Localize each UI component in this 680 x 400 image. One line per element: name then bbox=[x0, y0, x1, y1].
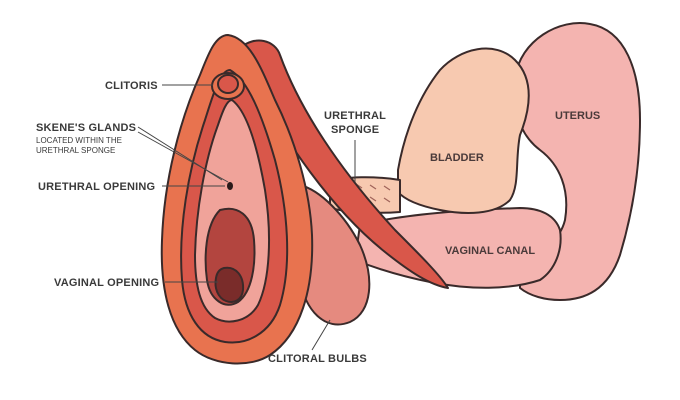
clitoral-bulbs-leader bbox=[311, 319, 331, 351]
clitoral-bulbs-label: CLITORAL BULBS bbox=[268, 353, 367, 365]
bladder-label: BLADDER bbox=[430, 152, 484, 164]
uterus-shape bbox=[513, 22, 641, 301]
clitoris-label: CLITORIS bbox=[105, 80, 158, 92]
skenes-glands-label: SKENE'S GLANDS bbox=[36, 122, 136, 134]
urethral-sponge-label-line2: SPONGE bbox=[331, 124, 379, 136]
uterus-label: UTERUS bbox=[555, 110, 600, 122]
vaginal-opening-deep bbox=[214, 266, 245, 303]
bladder-shape bbox=[397, 47, 530, 214]
skenes-note-line2: URETHRAL SPONGE bbox=[36, 146, 115, 155]
vaginal-opening-label: VAGINAL OPENING bbox=[54, 277, 159, 289]
vaginal-canal-label: VAGINAL CANAL bbox=[445, 245, 535, 257]
urethral-opening-dot bbox=[227, 182, 233, 190]
skenes-note-line1: LOCATED WITHIN THE bbox=[36, 136, 122, 145]
clitoral-body-shape bbox=[239, 39, 449, 289]
urethral-sponge-label-line1: URETHRAL bbox=[324, 110, 386, 122]
clitoris-glans bbox=[217, 74, 239, 94]
urethral-opening-label: URETHRAL OPENING bbox=[38, 181, 155, 193]
skenes-leader-b bbox=[137, 131, 229, 183]
